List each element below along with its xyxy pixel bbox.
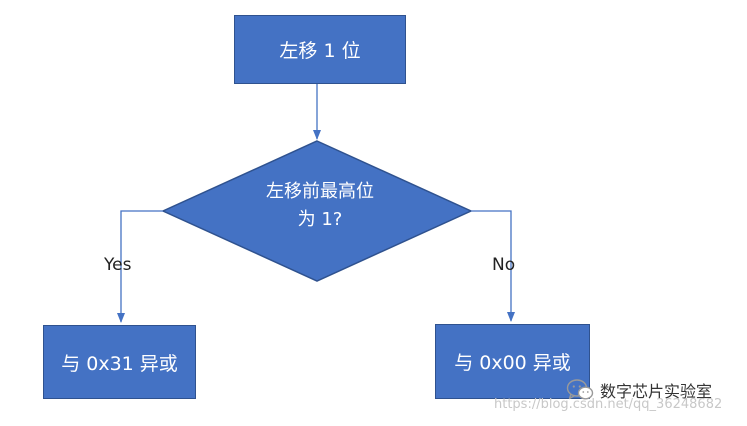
xor-0x31-node: 与 0x31 异或 (43, 325, 196, 399)
arrow-yes-branch (117, 210, 163, 323)
decision-label: 左移前最高位 为 1? (200, 178, 440, 234)
yes-edge-label: Yes (104, 255, 132, 275)
shift-left-node: 左移 1 位 (234, 15, 406, 84)
arrow-no-branch (471, 210, 515, 322)
no-edge-label: No (492, 255, 516, 275)
shift-left-label: 左移 1 位 (279, 40, 361, 62)
decision-label-line1: 左移前最高位 (266, 181, 374, 202)
decision-label-line2: 为 1? (297, 209, 343, 230)
xor-0x31-label: 与 0x31 异或 (61, 352, 178, 375)
decision-diamond (161, 140, 473, 282)
xor-0x00-node: 与 0x00 异或 (435, 324, 590, 399)
xor-0x00-label: 与 0x00 异或 (454, 352, 571, 374)
wechat-icon (566, 379, 594, 400)
watermark-brand-text: 数字芯片实验室 (600, 382, 713, 401)
watermark-brand: 数字芯片实验室 (566, 378, 712, 402)
watermark-url: https://blog.csdn.net/qq_36248682 (494, 397, 723, 412)
